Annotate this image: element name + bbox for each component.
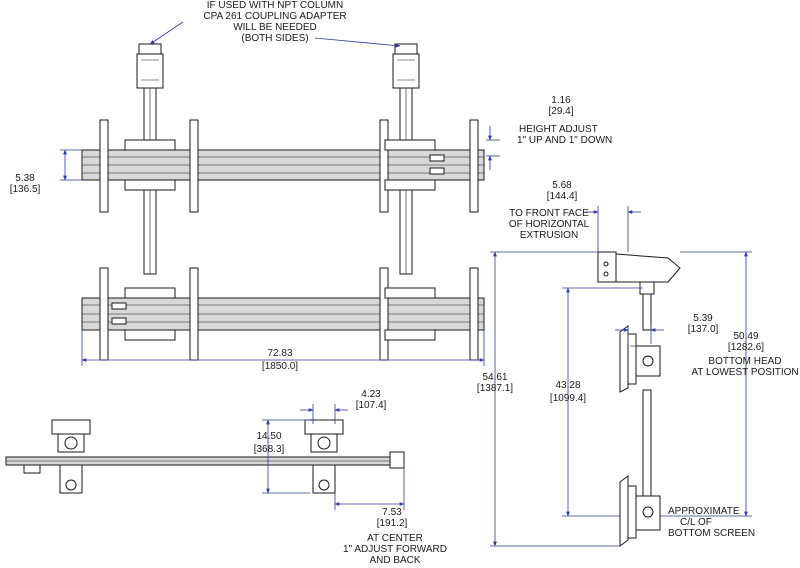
dim-screen-mm: [1099.4] — [549, 393, 587, 404]
approx-line-2: C/L OF — [680, 517, 712, 528]
dim-center: 7.53 [191.2] — [362, 507, 422, 529]
top-view-column-left — [23, 419, 91, 494]
dim-top-width-in: 4.23 — [361, 389, 381, 400]
dim-top-width-mm: [107.4] — [355, 400, 387, 411]
dim-screen-in: 43.28 — [555, 380, 581, 391]
lower-extrusion — [81, 297, 485, 331]
dim-front-mm: [144.4] — [546, 191, 578, 202]
center-note: AT CENTER 1" ADJUST FORWARD AND BACK — [340, 533, 450, 566]
front-face-note: TO FRONT FACE OF HORIZONTAL EXTRUSION — [494, 208, 604, 241]
front-face-line-3: EXTRUSION — [519, 230, 579, 241]
screen-brackets-upper — [99, 119, 479, 213]
center-line-1: AT CENTER — [367, 533, 423, 544]
dim-adjust-in: 1.16 — [551, 95, 571, 106]
coupling-note-line-2: CPA 261 COUPLING ADAPTER — [203, 11, 347, 22]
dim-overall: 54.61 [1387.1] — [466, 372, 524, 394]
column-top-left — [136, 43, 164, 275]
dim-left-in: 5.38 — [15, 173, 35, 184]
dim-front-in: 5.68 — [552, 180, 572, 191]
approx-line-1: APPROXIMATE — [668, 506, 740, 517]
dim-front: 5.68 [144.4] — [532, 180, 592, 202]
lower-head — [619, 475, 661, 547]
dim-screen: 43.28 [1099.4] — [538, 380, 598, 404]
dim-top-depth: 14.50 [368.3] — [244, 431, 294, 455]
bottom-head-line-2: AT LOWEST POSITION — [691, 367, 799, 378]
dim-top-depth-mm: [368.3] — [253, 444, 285, 455]
dim-overall-in: 54.61 — [482, 372, 508, 383]
dim-width-in: 72.83 — [267, 348, 293, 359]
coupling-note-line-1: IF USED WITH NPT COLUMN — [206, 0, 344, 11]
dim-left-mm: [136.5] — [9, 184, 41, 195]
coupling-note-line-3: WILL BE NEEDED — [233, 22, 317, 33]
dim-top-depth-in: 14.50 — [256, 431, 282, 442]
top-view-column-right — [304, 419, 405, 494]
side-view — [490, 206, 752, 547]
front-face-line-2: OF HORIZONTAL — [508, 219, 590, 230]
bottom-head-line-1: BOTTOM HEAD — [708, 356, 782, 367]
bottom-head-note: BOTTOM HEAD AT LOWEST POSITION — [690, 356, 800, 378]
dim-center-mm: [191.2] — [376, 518, 408, 529]
coupling-note-line-4: (BOTH SIDES) — [241, 33, 309, 44]
screen-brackets-lower — [99, 267, 479, 361]
dim-width: 72.83 [1850.0] — [240, 348, 320, 372]
upper-extrusion — [81, 149, 485, 181]
dim-center-in: 7.53 — [382, 507, 402, 518]
top-view — [5, 404, 405, 510]
dim-adjust-mm: [29.4] — [548, 106, 574, 117]
ceiling-plate — [597, 251, 681, 295]
height-adjust-line-2: 1" UP AND 1" DOWN — [517, 135, 613, 146]
dim-side-mm: [137.0] — [687, 324, 719, 335]
dim-width-mm: [1850.0] — [261, 361, 299, 372]
dim-side: 5.39 [137.0] — [678, 313, 728, 335]
approx-note: APPROXIMATE C/L OF BOTTOM SCREEN — [668, 506, 768, 539]
height-adjust-note: HEIGHT ADJUST 1" UP AND 1" DOWN — [517, 124, 612, 146]
center-line-3: AND BACK — [369, 555, 421, 566]
upper-head — [619, 325, 661, 393]
dim-left: 5.38 [136.5] — [2, 173, 48, 195]
approx-line-3: BOTTOM SCREEN — [668, 528, 756, 539]
dim-adjust: 1.16 [29.4] — [536, 95, 586, 117]
dim-head: 50.49 [1282.6] — [716, 331, 776, 353]
dim-head-in: 50.49 — [733, 331, 759, 342]
dim-side-in: 5.39 — [693, 313, 713, 324]
front-face-line-1: TO FRONT FACE — [509, 208, 589, 219]
height-adjust-line-1: HEIGHT ADJUST — [519, 124, 598, 135]
dim-top-width: 4.23 [107.4] — [346, 389, 396, 411]
front-view — [60, 21, 500, 366]
center-line-2: 1" ADJUST FORWARD — [343, 544, 447, 555]
dim-head-mm: [1282.6] — [727, 342, 765, 353]
coupling-note: IF USED WITH NPT COLUMN CPA 261 COUPLING… — [180, 0, 370, 44]
dim-overall-mm: [1387.1] — [476, 383, 514, 394]
